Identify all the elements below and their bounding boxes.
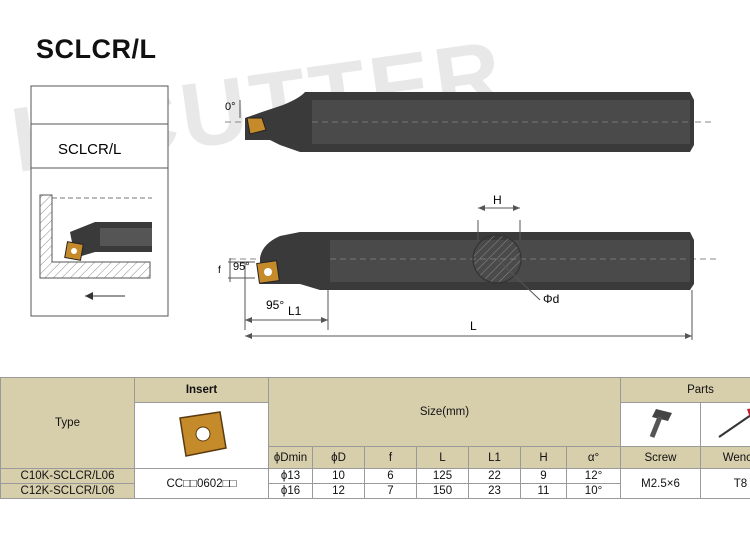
top-view-tool: [225, 92, 712, 152]
table-row: C10K-SCLCR/L06 CC□□0602□□ ϕ13 10 6 125 2…: [0, 468, 750, 499]
row-type: C10K-SCLCR/L06: [0, 468, 135, 484]
dim-d-label: Φd: [543, 292, 559, 306]
col-d: ϕD: [312, 446, 365, 469]
row-dmin: ϕ16: [268, 483, 313, 499]
size-header: Size(mm): [268, 377, 621, 447]
page-title: SCLCR/L: [36, 34, 157, 64]
type-header: Type: [0, 377, 135, 469]
col-f: f: [364, 446, 417, 469]
dim-f-label: f: [218, 265, 221, 276]
side-view-tool: [228, 205, 720, 340]
col-h: H: [520, 446, 567, 469]
screw-icon: [649, 409, 672, 438]
row-d: 10: [312, 468, 365, 484]
row-l1: 23: [468, 483, 521, 499]
row-d: 12: [312, 483, 365, 499]
row-f: 7: [364, 483, 417, 499]
screw-value: M2.5×6: [620, 468, 701, 499]
col-l1: L1: [468, 446, 521, 469]
insert-image-cell: [134, 402, 269, 469]
col-l: L: [416, 446, 469, 469]
technical-drawing: SCLCR/L 0°: [30, 85, 720, 340]
row-alpha: 10°: [566, 483, 621, 499]
col-dmin: ϕDmin: [268, 446, 313, 469]
col-wench: Wench: [700, 446, 750, 469]
angle-side-label: 95°: [233, 261, 250, 273]
dim-h-label: H: [493, 193, 502, 207]
row-type: C12K-SCLCR/L06: [0, 483, 135, 499]
spec-table: Type Insert Size(mm) Parts ϕDmin ϕD f: [0, 377, 750, 499]
row-l: 125: [416, 468, 469, 484]
row-dmin: ϕ13: [268, 468, 313, 484]
wrench-icon: [717, 408, 750, 438]
inset-label: SCLCR/L: [58, 141, 121, 158]
insert-header: Insert: [134, 377, 269, 403]
row-l: 150: [416, 483, 469, 499]
wench-image-cell: [700, 402, 750, 447]
row-l1: 22: [468, 468, 521, 484]
insert-code: CC□□0602□□: [134, 468, 269, 499]
inset-diagram: [30, 85, 169, 317]
row-f: 6: [364, 468, 417, 484]
screw-image-cell: [620, 402, 701, 447]
row-h: 9: [520, 468, 567, 484]
table-row: C12K-SCLCR/L06 ϕ16 12 7 150 23 11 10°: [0, 483, 750, 499]
col-screw: Screw: [620, 446, 701, 469]
angle-bottom-label: 95°: [266, 298, 284, 312]
angle-top-label: 0°: [225, 101, 236, 113]
wench-value: T8: [700, 468, 750, 499]
row-alpha: 12°: [566, 468, 621, 484]
parts-header: Parts: [620, 377, 750, 403]
dim-l-label: L: [470, 319, 477, 333]
col-alpha: α°: [566, 446, 621, 469]
row-h: 11: [520, 483, 567, 499]
insert-icon: [178, 411, 227, 457]
dim-l1-label: L1: [288, 304, 302, 318]
